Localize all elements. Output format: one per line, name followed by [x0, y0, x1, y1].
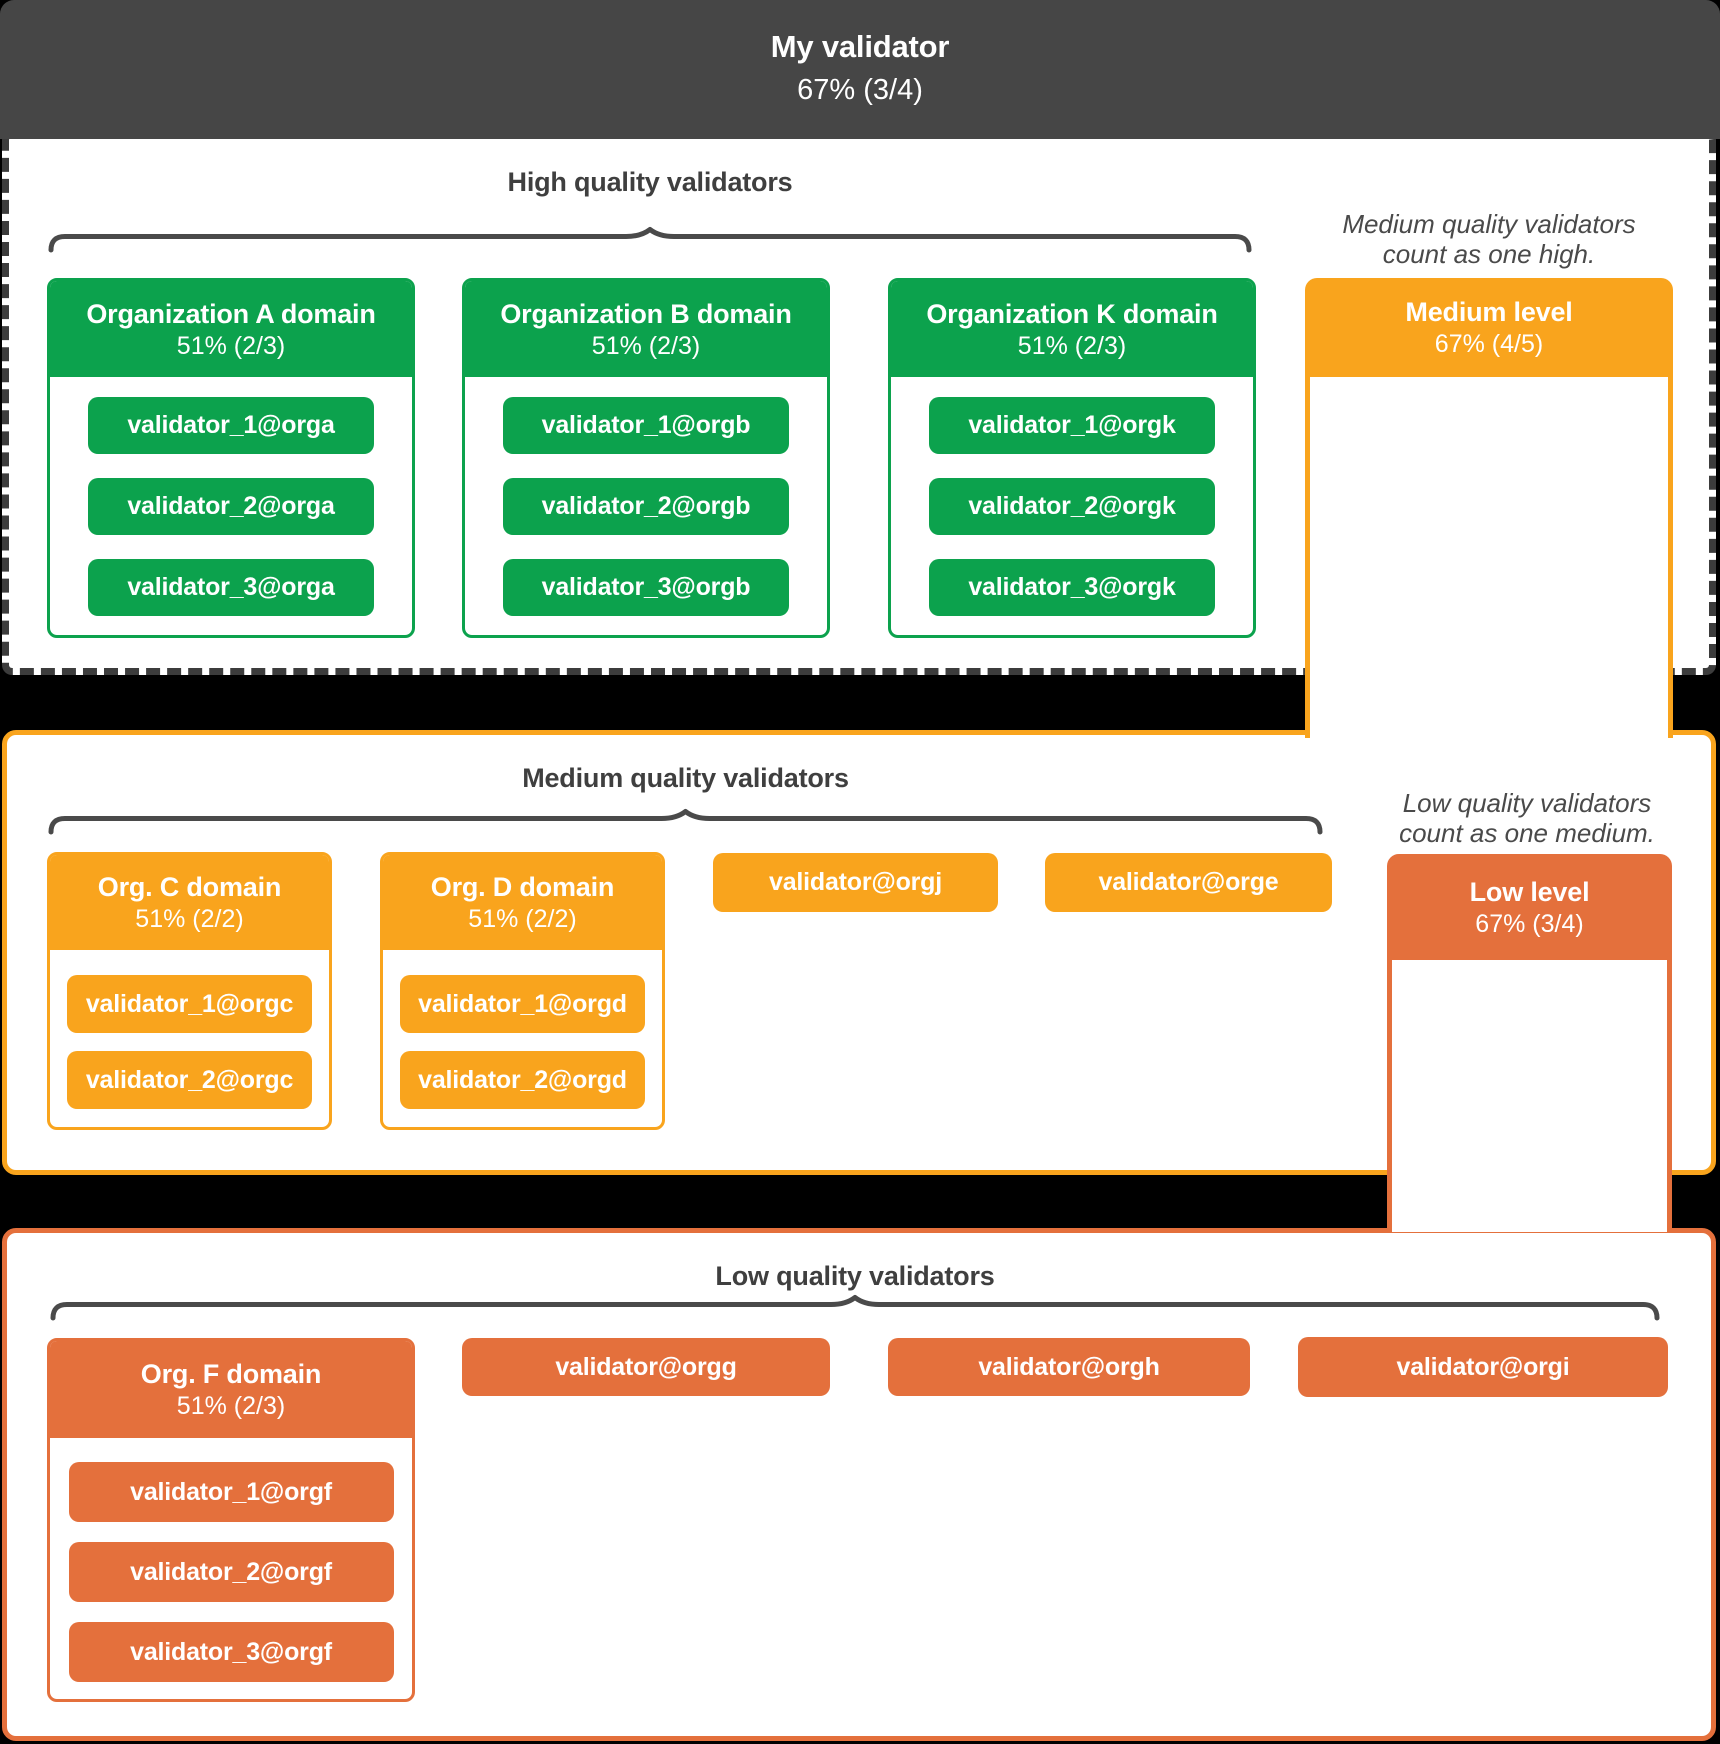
medium-level-body [1305, 377, 1673, 738]
org-name: Organization B domain [500, 298, 792, 329]
org-body: validator_1@orgf validator_2@orgf valida… [50, 1438, 412, 1699]
low-counts-note: Low quality validators count as one medi… [1377, 788, 1677, 848]
org-threshold: 51% (2/2) [468, 905, 577, 933]
validator-chip: validator_3@orgb [503, 559, 789, 616]
org-box-orgd: Org. D domain 51% (2/2) validator_1@orgd… [380, 852, 665, 1130]
org-threshold: 51% (2/3) [1017, 331, 1127, 360]
validator-chip: validator_2@orgc [67, 1051, 312, 1109]
org-name: Org. C domain [97, 872, 282, 902]
level-threshold: 67% (4/5) [1434, 330, 1544, 358]
org-header: Org. D domain 51% (2/2) [383, 855, 662, 950]
low-section-title: Low quality validators [715, 1261, 995, 1291]
low-level-header: Low level 67% (3/4) [1387, 854, 1672, 960]
org-box-orgb: Organization B domain 51% (2/3) validato… [462, 278, 830, 638]
level-threshold: 67% (3/4) [1475, 909, 1584, 938]
level-name: Medium level [1405, 297, 1573, 327]
org-box-orgk: Organization K domain 51% (2/3) validato… [888, 278, 1256, 638]
org-threshold: 51% (2/3) [591, 331, 701, 360]
validator-chip: validator_2@orgb [503, 478, 789, 535]
validator-chip: validator_1@orgd [400, 975, 645, 1033]
validator-chip: validator_1@orgk [929, 397, 1215, 454]
org-box-orga: Organization A domain 51% (2/3) validato… [47, 278, 415, 638]
org-header: Organization K domain 51% (2/3) [891, 281, 1253, 377]
org-box-orgf: Org. F domain 51% (2/3) validator_1@orgf… [47, 1338, 415, 1702]
medium-section-title: Medium quality validators [522, 763, 849, 793]
org-name: Organization K domain [926, 298, 1218, 329]
root-validator-title: My validator [770, 29, 950, 64]
validator-chip: validator_3@orgk [929, 559, 1215, 616]
root-validator-threshold: 67% (3/4) [797, 74, 923, 106]
validator-chip-orge: validator@orge [1045, 853, 1332, 912]
my-validator-header: My validator 67% (3/4) [0, 0, 1720, 139]
org-name: Org. F domain [140, 1359, 322, 1389]
low-level-body [1387, 960, 1672, 1232]
validator-chip: validator_2@orga [88, 478, 374, 535]
org-name: Org. D domain [430, 872, 615, 902]
note-line: count as one medium. [1399, 818, 1655, 848]
medium-counts-note: Medium quality validators count as one h… [1339, 209, 1639, 269]
note-line: Low quality validators [1402, 788, 1652, 818]
org-threshold: 51% (2/3) [176, 1392, 286, 1420]
high-group-brace [48, 227, 1252, 253]
org-body: validator_1@orgd validator_2@orgd [383, 950, 662, 1127]
validator-chip-orgj: validator@orgj [713, 853, 998, 912]
validator-chip-orgg: validator@orgg [462, 1338, 830, 1396]
org-threshold: 51% (2/3) [176, 331, 286, 360]
validator-chip: validator_1@orgf [68, 1462, 394, 1522]
validator-chip: validator_3@orgf [68, 1622, 394, 1682]
org-name: Organization A domain [86, 298, 376, 329]
note-line: Medium quality validators [1342, 209, 1636, 239]
validator-chip: validator_1@orga [88, 397, 374, 454]
low-group-brace [50, 1295, 1660, 1321]
validator-chip-orgi: validator@orgi [1298, 1337, 1668, 1397]
validator-chip: validator_2@orgd [400, 1051, 645, 1109]
org-body: validator_1@orgk validator_2@orgk valida… [891, 377, 1253, 635]
org-header: Organization B domain 51% (2/3) [465, 281, 827, 377]
validator-chip: validator_1@orgb [503, 397, 789, 454]
note-line: count as one high. [1382, 239, 1596, 269]
org-body: validator_1@orgb validator_2@orgb valida… [465, 377, 827, 635]
org-threshold: 51% (2/2) [135, 905, 244, 933]
org-header: Org. F domain 51% (2/3) [50, 1341, 412, 1438]
validator-chip: validator_2@orgf [68, 1542, 394, 1602]
medium-level-header: Medium level 67% (4/5) [1305, 278, 1673, 377]
low-level-connector: Low level 67% (3/4) [1387, 854, 1672, 1232]
org-header: Org. C domain 51% (2/2) [50, 855, 329, 950]
validator-chip: validator_2@orgk [929, 478, 1215, 535]
medium-level-connector: Medium level 67% (4/5) [1305, 278, 1673, 738]
validator-chip-orgh: validator@orgh [888, 1338, 1250, 1396]
validator-chip: validator_3@orga [88, 559, 374, 616]
org-body: validator_1@orgc validator_2@orgc [50, 950, 329, 1127]
org-body: validator_1@orga validator_2@orga valida… [50, 377, 412, 635]
validator-chip: validator_1@orgc [67, 975, 312, 1033]
level-name: Low level [1469, 876, 1590, 907]
medium-group-brace [48, 809, 1323, 835]
org-box-orgc: Org. C domain 51% (2/2) validator_1@orgc… [47, 852, 332, 1130]
high-section-title: High quality validators [507, 167, 793, 197]
org-header: Organization A domain 51% (2/3) [50, 281, 412, 377]
